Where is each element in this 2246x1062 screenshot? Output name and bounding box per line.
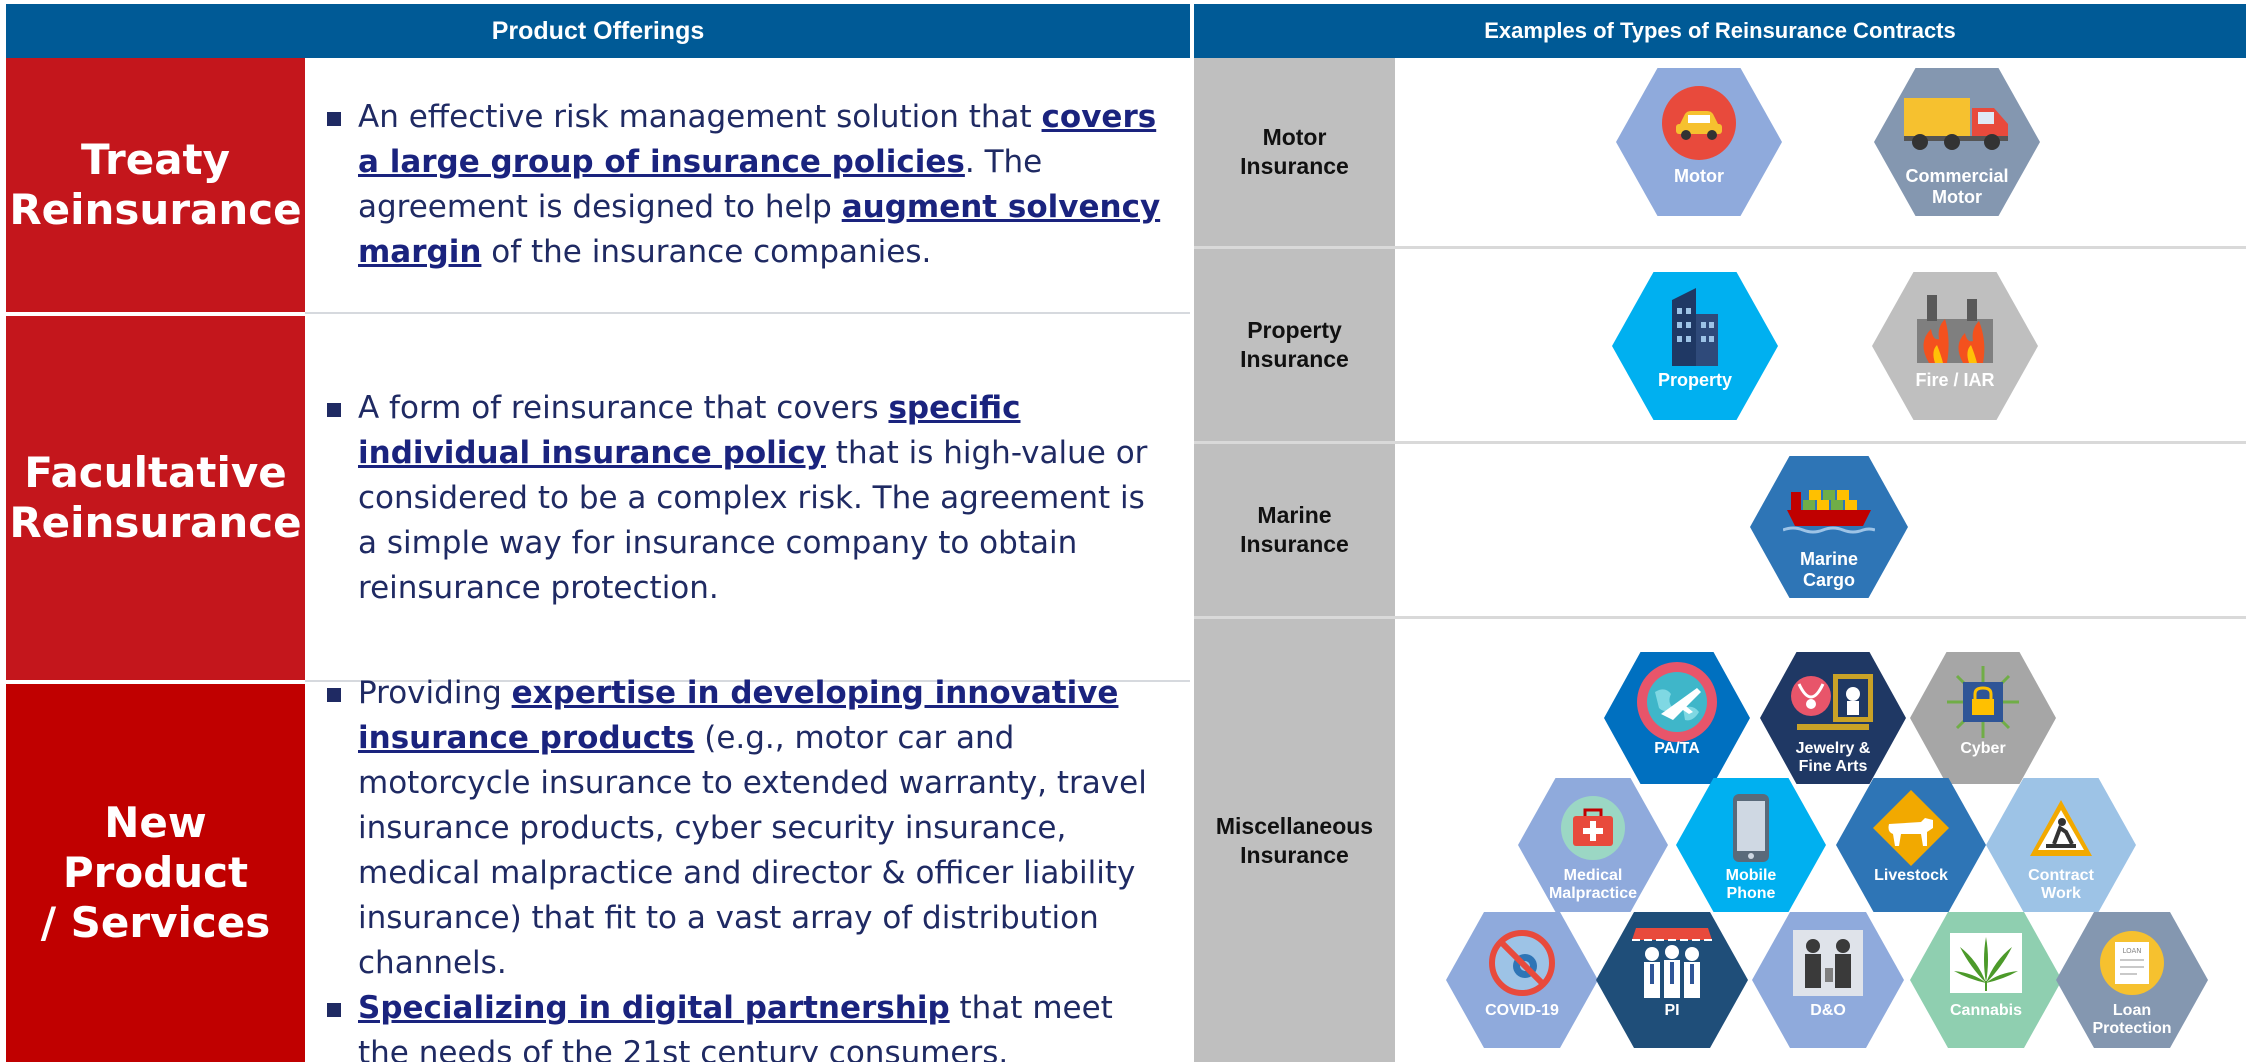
contract-type-hexagon: Jewelry & Fine Arts — [1760, 652, 1906, 784]
contract-type-label: Loan Protection — [2092, 1002, 2172, 1038]
cannabis-leaf-icon — [1948, 923, 2024, 1002]
fire-factory-icon — [1907, 284, 2003, 370]
bullet-text: Providing — [358, 674, 512, 711]
square-bullet-icon — [327, 112, 341, 126]
truck-icon — [1902, 80, 2012, 166]
contract-type-hexagon: Fire / IAR — [1872, 272, 2038, 420]
contract-type-hexagon: Cyber — [1910, 652, 2056, 784]
contract-type-hexagon: Cannabis — [1910, 912, 2062, 1048]
contract-type-label: Motor — [1674, 166, 1724, 186]
contract-type-label: PA/TA — [1654, 740, 1700, 757]
facultative-reinsurance-description: A form of reinsurance that covers specif… — [305, 316, 1190, 680]
directors-icon — [1791, 923, 1865, 1002]
square-bullet-icon — [327, 402, 341, 417]
bullet-text: that is high-value or considered to be a… — [358, 434, 1148, 606]
square-bullet-icon — [327, 1002, 341, 1017]
contract-type-label: Jewelry & Fine Arts — [1795, 740, 1871, 776]
medical-kit-icon — [1561, 789, 1625, 867]
treaty-reinsurance-description: An effective risk management solution th… — [305, 58, 1190, 312]
contract-type-label: Fire / IAR — [1915, 370, 1995, 390]
category-divider — [1194, 246, 2246, 249]
contract-type-label: PI — [1664, 1002, 1680, 1019]
contract-type-hexagon: PA/TA — [1604, 652, 1750, 784]
contract-type-label: Cyber — [1960, 740, 2006, 757]
globe-plane-icon — [1637, 661, 1717, 742]
emphasized-text: expertise in developing innovative insur… — [358, 674, 1119, 756]
cyber-lock-icon — [1945, 663, 2021, 740]
contract-type-hexagon: Motor — [1616, 68, 1782, 216]
emphasized-text: augment solvency margin — [358, 189, 1161, 270]
emphasized-text: specific individual insurance policy — [358, 389, 1021, 471]
row-divider — [305, 312, 1190, 314]
facultative-reinsurance-label: Facultative Reinsurance — [6, 316, 305, 680]
product-offerings-header: Product Offerings — [6, 4, 1190, 58]
contract-type-hexagon: COVID-19 — [1446, 912, 1598, 1048]
bullet-item: Specializing in digital partnership that… — [325, 986, 1162, 1062]
motor-insurance-label: Motor Insurance — [1194, 58, 1395, 246]
treaty-reinsurance-label: Treaty Reinsurance — [6, 58, 305, 312]
contract-type-hexagon: Contract Work — [1986, 778, 2136, 912]
contract-type-hexagon: Property — [1612, 272, 1778, 420]
bullet-item: Providing expertise in developing innova… — [325, 671, 1162, 986]
contract-type-label: Property — [1657, 370, 1733, 390]
category-divider — [1194, 616, 2246, 619]
cow-icon — [1871, 789, 1951, 867]
contract-type-hexagon: LOAN Loan Protection — [2056, 912, 2208, 1048]
mobile-phone-icon — [1731, 789, 1771, 867]
contract-type-label: Livestock — [1874, 867, 1948, 884]
bullet-text: A form of reinsurance that covers — [358, 389, 889, 426]
square-bullet-icon — [327, 687, 341, 702]
cargo-ship-icon — [1783, 467, 1875, 549]
bullet-item: An effective risk management solution th… — [325, 95, 1162, 275]
contract-type-label: COVID-19 — [1485, 1002, 1559, 1019]
contract-type-hexagon: D&O — [1752, 912, 1904, 1048]
bullet-text: of the insurance companies. — [481, 234, 932, 270]
property-insurance-label: Property Insurance — [1194, 249, 1395, 441]
building-icon — [1668, 284, 1722, 370]
bullet-text: (e.g., motor car and motorcycle insuranc… — [358, 719, 1147, 981]
reinsurance-examples-header: Examples of Types of Reinsurance Contrac… — [1194, 4, 2246, 58]
contract-type-label: Cannabis — [1949, 1002, 2022, 1019]
contract-type-label: Commercial Motor — [1905, 166, 2009, 207]
contract-type-hexagon: PI — [1596, 912, 1748, 1048]
new-product-services-description: Providing expertise in developing innova… — [305, 675, 1190, 1062]
new-product-services-label: New Product / Services — [6, 684, 305, 1062]
marine-insurance-label: Marine Insurance — [1194, 444, 1395, 616]
contract-type-label: Marine Cargo — [1799, 549, 1859, 590]
row-divider — [305, 680, 1190, 682]
professionals-icon — [1630, 923, 1714, 1002]
contract-type-label: Medical Malpractice — [1548, 867, 1638, 903]
svg-text:LOAN: LOAN — [2122, 947, 2141, 955]
construction-sign-icon — [2028, 789, 2094, 867]
bullet-text: . The agreement is designed to help — [358, 144, 1043, 225]
car-icon — [1662, 80, 1736, 166]
contract-type-hexagon: Mobile Phone — [1676, 778, 1826, 912]
category-divider — [1194, 441, 2246, 444]
emphasized-text: Specializing in digital partnership — [358, 989, 950, 1026]
contract-type-hexagon: Marine Cargo — [1750, 456, 1908, 598]
contract-type-label: D&O — [1810, 1002, 1846, 1019]
contract-type-label: Contract Work — [2028, 867, 2094, 903]
bullet-text: An effective risk management solution th… — [358, 99, 1042, 135]
loan-document-icon: LOAN — [2100, 923, 2164, 1002]
contract-type-label: Mobile Phone — [1725, 867, 1777, 903]
contract-type-hexagon: Livestock — [1836, 778, 1986, 912]
contract-type-hexagon: Medical Malpractice — [1518, 778, 1668, 912]
jewelry-art-icon — [1787, 663, 1879, 740]
bullet-text: that meet the needs of the 21st century … — [358, 989, 1113, 1062]
contract-type-hexagon: Commercial Motor — [1874, 68, 2040, 216]
miscellaneous-insurance-label: Miscellaneous Insurance — [1194, 619, 1395, 1062]
bullet-item: A form of reinsurance that covers specif… — [325, 386, 1162, 611]
no-virus-icon — [1487, 923, 1557, 1002]
emphasized-text: covers a large group of insurance polici… — [358, 99, 1157, 180]
